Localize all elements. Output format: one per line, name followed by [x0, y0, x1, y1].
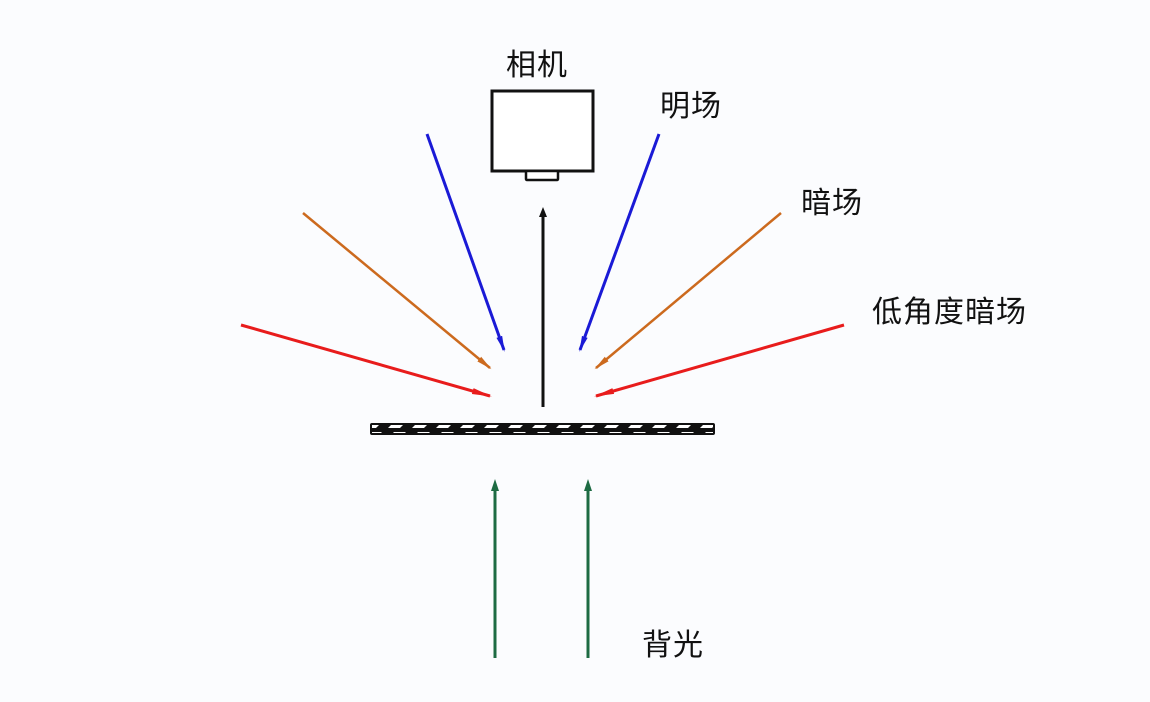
low-angle-dark-field-ray-left [240, 323, 492, 398]
low-angle-dark-field-ray-right [594, 323, 845, 398]
bright-field-ray-right [578, 133, 661, 352]
backlight-label: 背光 [642, 628, 704, 663]
camera-label: 相机 [506, 48, 568, 83]
bright-field-label: 明场 [660, 89, 722, 124]
bright-field-ray-left [425, 133, 506, 352]
dark-field-label: 暗场 [801, 186, 863, 221]
low-angle-dark-field-label: 低角度暗场 [872, 295, 1027, 330]
sample-plate [370, 423, 715, 435]
dark-field-ray-left [302, 212, 492, 370]
dark-field-ray-right [594, 212, 782, 370]
camera-icon [490, 89, 595, 182]
